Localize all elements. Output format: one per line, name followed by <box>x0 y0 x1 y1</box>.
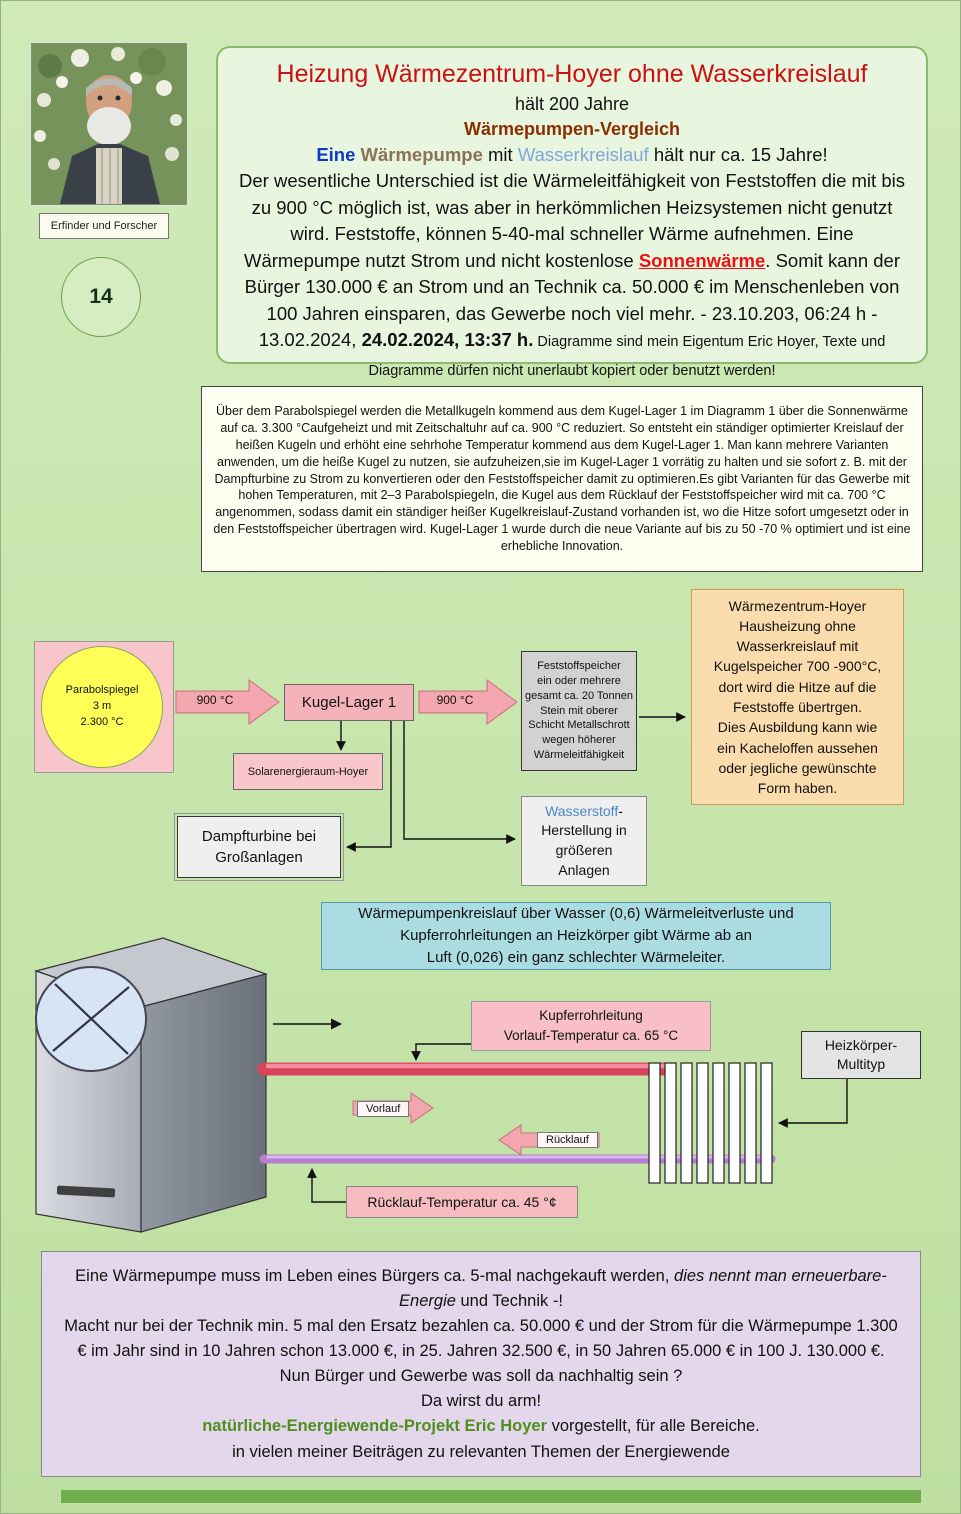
waermezentrum-box: Wärmezentrum-Hoyer Hausheizung ohne Wass… <box>691 589 904 805</box>
subtitle-duration: hält 200 Jahre <box>514 94 630 114</box>
heizkoerper-multityp-box: Heizkörper- Multityp <box>801 1031 921 1079</box>
ruecklauf-temp-box: Rücklauf-Temperatur ca. 45 °¢ <box>346 1186 578 1218</box>
connector-kugellager-wasserstoff <box>403 721 516 844</box>
page-number: 14 <box>89 285 113 308</box>
subtitle-compare: Wärmepumpen-Vergleich <box>463 119 681 139</box>
heat-pump-unit <box>33 937 269 1233</box>
summary-1b-italic: dies nennt man erneuerbare-Energie <box>399 1267 887 1311</box>
summary-5b: vorgestellt, für alle Bereiche. <box>547 1417 760 1436</box>
connector-heizkoerper-radiator <box>778 1079 848 1128</box>
waermepumpenkreislauf-note: Wärmepumpenkreislauf über Wasser (0,6) W… <box>321 902 831 970</box>
line4-rest: hält nur ca. 15 Jahre! <box>648 144 828 165</box>
title-line4: Eine Wärmepumpe mit Wasserkreislauf hält… <box>232 142 912 168</box>
summary-line-3: Nun Bürger und Gewerbe was soll da nachh… <box>279 1367 683 1386</box>
inventor-photo <box>31 43 187 205</box>
word-wasserkreislauf: Wasserkreislauf <box>517 144 649 165</box>
summary-line-2: Macht nur bei der Technik min. 5 mal den… <box>64 1317 898 1361</box>
summary-line-6: in vielen meiner Beiträgen zu relevanten… <box>232 1442 730 1461</box>
summary-5a-green: natürliche-Energiewende-Projekt Eric Hoy… <box>202 1417 547 1436</box>
summary-box: Eine Wärmepumpe muss im Leben eines Bürg… <box>41 1251 921 1477</box>
page-number-badge: 14 <box>61 257 141 337</box>
summary-line-4: Da wirst du arm! <box>420 1392 542 1411</box>
dampfturbine-box: Dampfturbine bei Großanlagen <box>174 813 344 881</box>
arrow2-temp-label: 900 °C <box>436 693 474 707</box>
info-text: Über dem Parabolspiegel werden die Metal… <box>213 404 911 554</box>
connector-rtemp-pipe <box>307 1168 346 1203</box>
summary-1a: Eine Wärmepumpe muss im Leben eines Bürg… <box>75 1267 675 1285</box>
word-wasserstoff: Wasserstoff <box>545 802 619 819</box>
kugel-lager-1-box: Kugel-Lager 1 <box>284 684 414 721</box>
summary-1c: und Technik -! <box>455 1292 563 1311</box>
photo-caption-label: Erfinder und Forscher <box>50 220 158 232</box>
page-title: Heizung Wärmezentrum-Hoyer ohne Wasserkr… <box>276 60 868 88</box>
connector-kupferrohr-pipe <box>411 1043 471 1061</box>
summary-line-5: natürliche-Energiewende-Projekt Eric Hoy… <box>60 1414 902 1439</box>
title-copyright-note: Diagramme sind mein Eigentum Eric Hoyer,… <box>368 334 886 379</box>
word-eine: Eine <box>316 144 361 165</box>
arrow-900c-1 <box>175 679 280 725</box>
title-body-2: . Somit kann der Bürger 130.000 € an Str… <box>244 249 900 351</box>
title-date-bold: 24.02.2024, 13:37 h. <box>361 329 534 350</box>
connector-kugellager-dampfturbine <box>346 721 392 852</box>
title-box: Heizung Wärmezentrum-Hoyer ohne Wasserkr… <box>216 46 928 379</box>
wasserstoff-box: Wasserstoff- Herstellung in größeren Anl… <box>521 796 647 886</box>
wasserstoff-rest: - Herstellung in größeren Anlagen <box>541 802 627 878</box>
parabolspiegel-circle: Parabolspiegel 3 m 2.300 °C <box>41 646 163 768</box>
title-body: Der wesentliche Unterschied ist die Wärm… <box>232 168 912 384</box>
radiator <box>648 1062 773 1184</box>
word-mit: mit <box>482 144 518 165</box>
info-box: Über dem Parabolspiegel werden die Metal… <box>201 386 923 572</box>
arrow-900c-2 <box>418 679 518 725</box>
feststoffspeicher-box: Feststoffspeicher ein oder mehrere gesam… <box>521 651 637 771</box>
vorlauf-pipe <box>257 1062 676 1076</box>
vorlauf-label: Vorlauf <box>357 1101 410 1117</box>
footer-bar <box>61 1490 921 1503</box>
word-waermepumpe: Wärmepumpe <box>360 144 483 165</box>
title-body-1: Der wesentliche Unterschied ist die Wärm… <box>239 170 905 271</box>
summary-line-1: Eine Wärmepumpe muss im Leben eines Bürg… <box>60 1264 902 1314</box>
word-sonnenwaerme: Sonnenwärme <box>638 249 766 271</box>
photo-caption: Erfinder und Forscher <box>39 213 169 239</box>
ruecklauf-label: Rücklauf <box>537 1132 598 1148</box>
wasserstoff-text: Wasserstoff- Herstellung in größeren Anl… <box>541 802 627 880</box>
inventor-photo-art <box>32 44 186 204</box>
ruecklauf-pipe <box>259 1154 776 1164</box>
arrow1-temp-label: 900 °C <box>196 693 234 707</box>
pump-vent-slot <box>56 1185 116 1198</box>
solarenergieraum-box: Solarenergieraum-Hoyer <box>233 753 383 790</box>
kupferrohrleitung-box: Kupferrohrleitung Vorlauf-Temperatur ca.… <box>471 1001 711 1051</box>
